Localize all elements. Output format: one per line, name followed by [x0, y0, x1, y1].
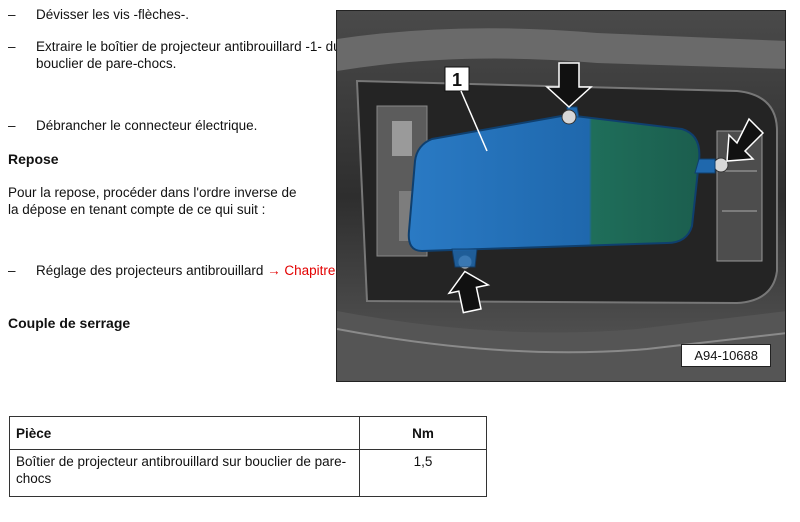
arrow-bottom [447, 270, 491, 314]
step-dash: – [8, 263, 16, 278]
arrow-top [545, 62, 593, 109]
bumper-lower-panel [337, 311, 785, 381]
repose-paragraph: Pour la repose, procéder dans l'ordre in… [8, 185, 297, 217]
repose-heading: Repose [8, 151, 59, 167]
screw-top [561, 109, 577, 125]
header-piece: Pièce [9, 416, 360, 450]
step-unscrew: – Dévisser les vis -flèches-. [8, 6, 346, 23]
step-adjust: – Réglage des projecteurs antibrouillard… [8, 262, 346, 279]
step-text: Dévisser les vis -flèches-. [36, 7, 190, 22]
callout-box [444, 66, 470, 92]
callout-number: 1 [452, 70, 462, 90]
chapter-link[interactable]: → Chapitre [267, 263, 336, 278]
fog-light-figure: 1 A94-10688 [336, 10, 786, 382]
housing-tab-right [694, 158, 716, 174]
housing-tab-bottom [451, 248, 478, 268]
screw-right [713, 157, 729, 173]
step-dash: – [8, 39, 16, 54]
table-header-row: Pièce Nm [9, 416, 487, 450]
header-nm: Nm [359, 416, 487, 450]
cell-nm: 1,5 [359, 449, 487, 497]
bumper-top-edge [337, 28, 785, 71]
connector-part [392, 121, 412, 156]
cell-piece: Boîtier de projecteur antibrouillard sur… [9, 449, 360, 497]
step-dash: – [8, 7, 16, 22]
step-text: Débrancher le connecteur électrique. [36, 118, 258, 133]
step-dash: – [8, 118, 16, 133]
figure-code: A94-10688 [681, 344, 771, 367]
step-disconnect: – Débrancher le connecteur électrique. [8, 117, 346, 134]
torque-table: Pièce Nm Boîtier de projecteur antibroui… [9, 416, 487, 497]
torque-heading: Couple de serrage [8, 315, 131, 331]
fog-light-illustration: 1 [337, 11, 785, 381]
step-extract: – Extraire le boîtier de projecteur anti… [8, 38, 346, 72]
arrow-right [726, 117, 765, 162]
table-row: Boîtier de projecteur antibrouillard sur… [9, 449, 487, 497]
bumper-crease [337, 328, 785, 354]
step-adjust-text: Réglage des projecteurs antibrouillard [36, 263, 268, 278]
callout-leader [460, 90, 488, 152]
step-text: Réglage des projecteurs antibrouillard →… [36, 263, 339, 278]
fog-light-housing [407, 113, 701, 253]
step-text: Extraire le boîtier de projecteur antibr… [36, 39, 341, 71]
